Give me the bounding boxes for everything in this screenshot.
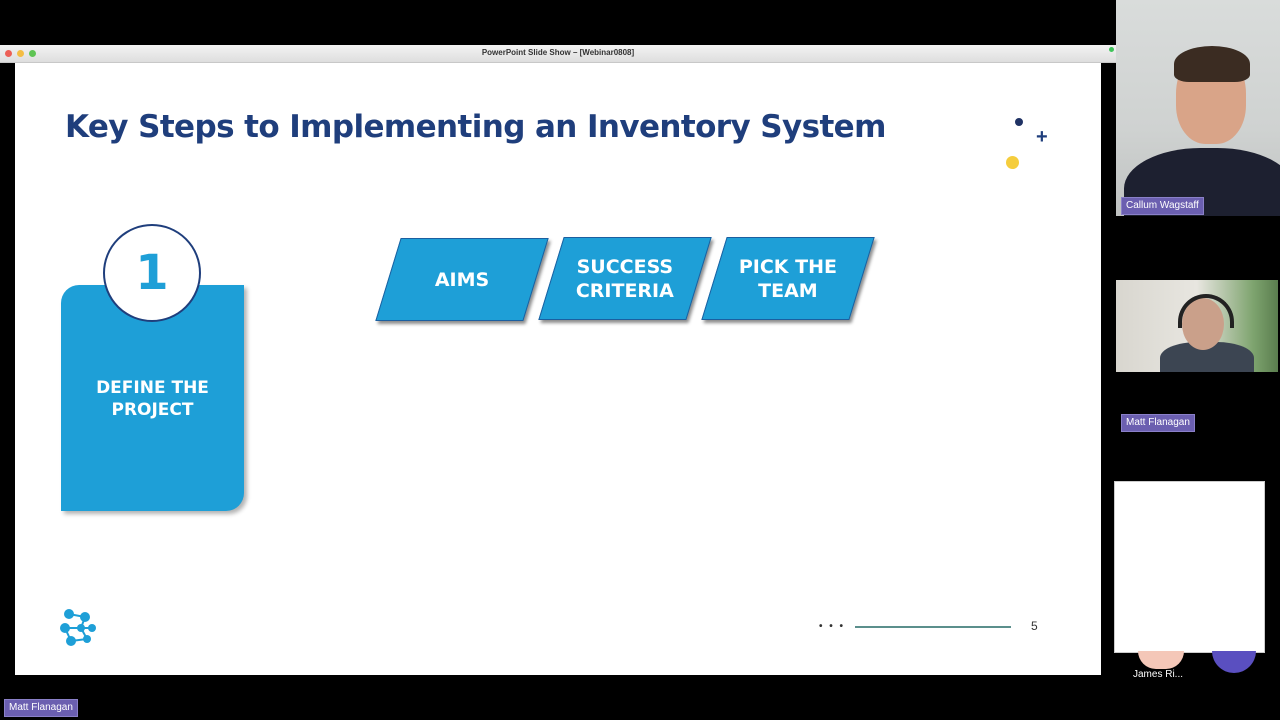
participant-video-tile[interactable] — [1114, 481, 1265, 653]
step-label-text: DEFINE THE PROJECT — [96, 378, 209, 420]
slide-page-number: 5 — [1031, 619, 1038, 633]
slide-area: Key Steps to Implementing an Inventory S… — [0, 63, 1116, 675]
step-number-badge: 1 — [103, 224, 201, 322]
slide-nav-dots[interactable]: • • • — [819, 621, 846, 632]
slide-title: Key Steps to Implementing an Inventory S… — [65, 109, 886, 145]
participant-name-tag: James Ri... — [1133, 669, 1184, 680]
zoom-window-button[interactable] — [29, 50, 36, 57]
minimize-window-button[interactable] — [17, 50, 24, 57]
window-titlebar[interactable]: PowerPoint Slide Show – [Webinar0808] — [0, 45, 1116, 63]
participant-avatar — [1138, 651, 1184, 669]
step-box-pick-the-team: PICK THE TEAM — [701, 237, 875, 320]
participant-hair — [1174, 46, 1250, 82]
step-box-success-criteria: SUCCESS CRITERIA — [538, 237, 712, 320]
company-logo-icon — [60, 609, 96, 646]
step-label: DEFINE THE PROJECT — [61, 377, 244, 421]
slide[interactable]: Key Steps to Implementing an Inventory S… — [15, 63, 1101, 675]
step-box-label: AIMS — [434, 268, 490, 291]
decorative-dot-icon — [1015, 118, 1023, 126]
step-box-label: PICK THE TEAM — [738, 255, 838, 302]
participant-video-tile[interactable] — [1116, 0, 1280, 216]
participant-video-tile[interactable] — [1116, 280, 1278, 372]
presenter-name-tag: Matt Flanagan — [4, 699, 78, 717]
step-card — [61, 285, 244, 511]
participant-name-tag: Matt Flanagan — [1121, 414, 1195, 432]
participant-name-tag: Callum Wagstaff — [1121, 197, 1204, 215]
decorative-yellow-dot-icon — [1006, 156, 1019, 169]
window-title: PowerPoint Slide Show – [Webinar0808] — [481, 48, 635, 57]
step-box-label: SUCCESS CRITERIA — [576, 255, 674, 302]
close-window-button[interactable] — [5, 50, 12, 57]
decorative-plus-icon: + — [1036, 126, 1048, 148]
presentation-window: PowerPoint Slide Show – [Webinar0808] Ke… — [0, 45, 1116, 675]
slide-progress-line — [855, 626, 1011, 628]
headphones-icon — [1178, 294, 1234, 328]
step-box-aims: AIMS — [375, 238, 549, 321]
participant-avatar — [1212, 651, 1256, 673]
status-indicator-icon — [1109, 47, 1114, 52]
